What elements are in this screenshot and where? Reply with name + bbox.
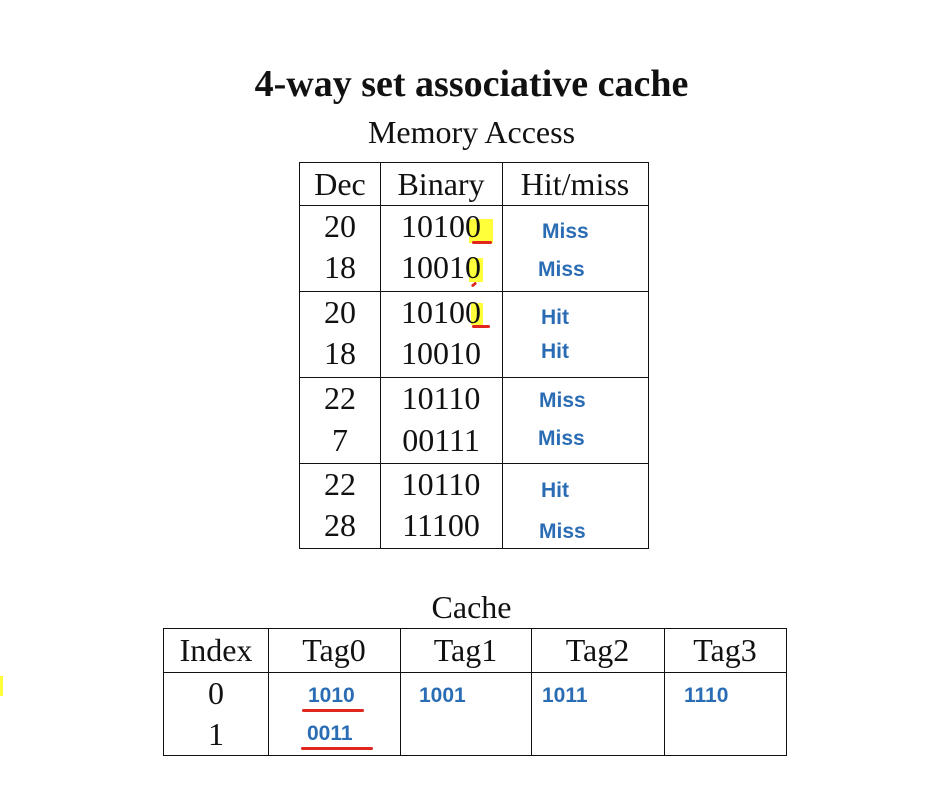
row-binary: 10100	[401, 208, 481, 244]
row-binary: 10110	[401, 466, 481, 502]
row-result: Miss	[542, 220, 589, 243]
header-tag3: Tag3	[693, 632, 757, 668]
header-divider	[164, 672, 786, 673]
header-hit-miss: Hit/miss	[520, 166, 630, 202]
bit-underline	[472, 325, 490, 328]
column-divider	[380, 163, 381, 548]
cache-tag: 1110	[684, 684, 729, 707]
row-dec: 22	[324, 380, 356, 416]
column-divider	[268, 629, 269, 755]
cache-index: 0	[208, 675, 224, 711]
row-result: Miss	[539, 389, 586, 412]
header-binary: Binary	[397, 166, 485, 202]
row-binary: 00111	[402, 422, 480, 458]
cache-index: 1	[208, 716, 224, 752]
header-tag0: Tag0	[302, 632, 366, 668]
row-binary: 11100	[402, 507, 480, 543]
bit-highlight	[469, 219, 493, 243]
group-divider	[300, 377, 648, 378]
group-divider	[300, 463, 648, 464]
row-result: Miss	[539, 520, 586, 543]
cache-tag: 1011	[542, 684, 588, 707]
page-title: 4-way set associative cache	[254, 63, 689, 105]
row-result: Miss	[538, 427, 585, 450]
column-divider	[531, 629, 532, 755]
row-binary: 10010	[401, 335, 481, 371]
row-result: Hit	[541, 479, 569, 502]
bit-underline	[472, 241, 492, 244]
memory-access-table: Dec Binary Hit/miss 20 10100 Miss 18 100…	[299, 162, 649, 549]
header-divider	[300, 205, 648, 206]
row-result: Hit	[541, 306, 569, 329]
column-divider	[664, 629, 665, 755]
row-binary: 10010	[401, 249, 481, 285]
header-index: Index	[179, 632, 253, 668]
bit-highlight	[469, 258, 483, 282]
tag-underline	[301, 747, 373, 750]
bit-highlight	[471, 303, 483, 325]
group-divider	[300, 291, 648, 292]
column-divider	[502, 163, 503, 548]
header-tag1: Tag1	[433, 632, 498, 668]
row-dec: 18	[324, 249, 356, 285]
highlight-mark	[0, 676, 3, 696]
row-dec: 18	[324, 335, 356, 371]
cache-table: Index Tag0 Tag1 Tag2 Tag3 0 1010 1001 10…	[163, 628, 787, 756]
cache-tag: 1001	[419, 684, 466, 707]
tag-underline	[302, 709, 364, 712]
row-dec: 20	[324, 208, 356, 244]
row-dec: 20	[324, 294, 356, 330]
row-binary: 10100	[401, 294, 481, 330]
cache-tag: 1010	[308, 684, 355, 707]
header-dec: Dec	[314, 166, 366, 202]
row-result: Miss	[538, 258, 585, 281]
row-result: Hit	[541, 340, 569, 363]
row-dec: 22	[324, 466, 356, 502]
cache-caption: Cache	[431, 589, 512, 625]
row-dec: 7	[332, 422, 348, 458]
column-divider	[400, 629, 401, 755]
header-tag2: Tag2	[565, 632, 630, 668]
memory-access-caption: Memory Access	[367, 114, 576, 150]
row-binary: 10110	[401, 380, 481, 416]
cache-tag: 0011	[307, 722, 353, 745]
row-dec: 28	[324, 507, 356, 543]
